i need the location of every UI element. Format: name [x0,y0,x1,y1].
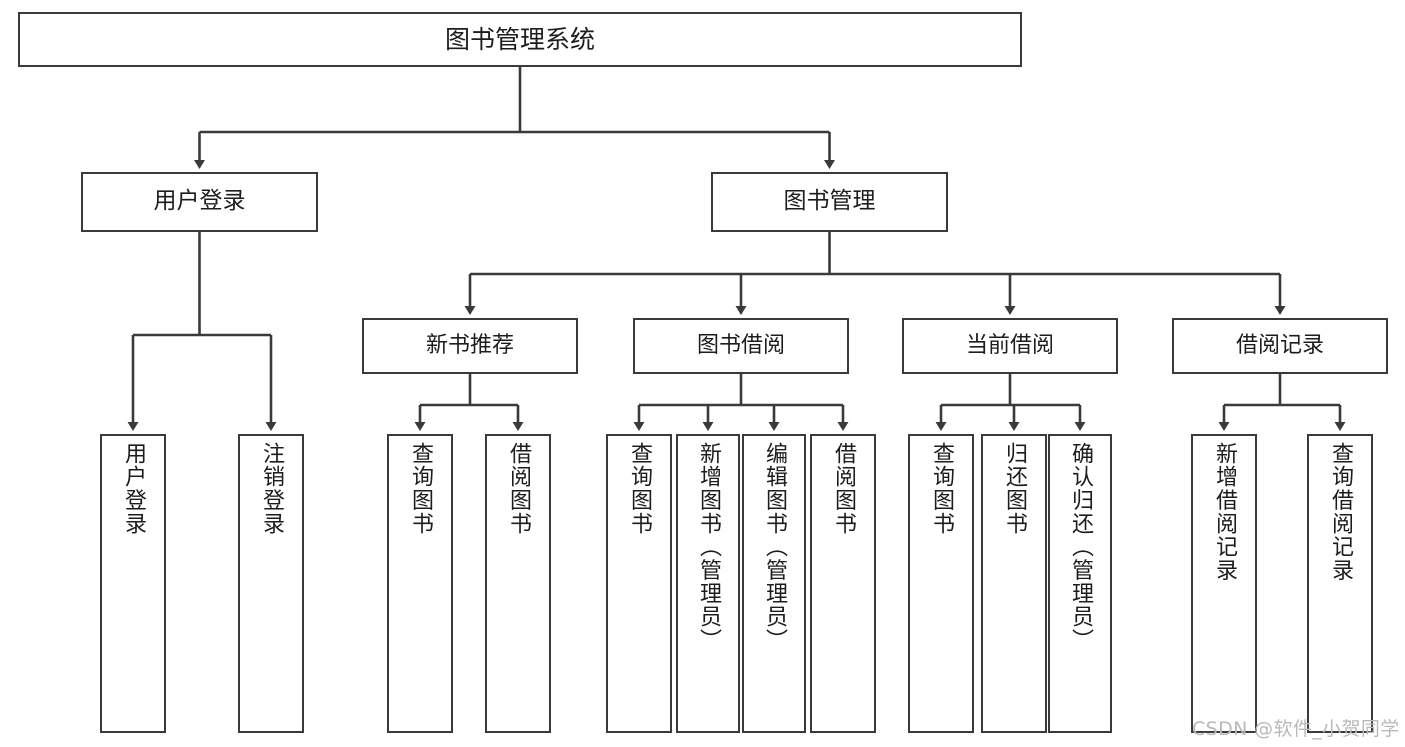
node-label-book-borrow: 图书借阅 [696,332,785,358]
node-label-leaf-add-record: 新增借阅记录 [1212,442,1237,582]
node-label-leaf-borrow-book-rec: 借阅图书 [506,442,531,536]
node-label-user-login: 用户登录 [153,188,246,215]
node-leaf-query-record[interactable]: 查询借阅记录 [1307,434,1373,733]
node-new-book-rec[interactable]: 新书推荐 [362,318,578,374]
node-label-leaf-edit-book: 编辑图书（管理员） [762,442,787,652]
node-label-root: 图书管理系统 [444,24,595,54]
node-label-leaf-query-book-cur: 查询图书 [929,442,954,536]
node-label-book-manage: 图书管理 [783,188,876,215]
node-leaf-confirm-return[interactable]: 确认归还（管理员） [1048,434,1112,733]
node-label-borrow-record: 借阅记录 [1235,332,1324,358]
node-label-leaf-confirm-return: 确认归还（管理员） [1068,442,1093,652]
node-user-login[interactable]: 用户登录 [81,172,318,232]
node-label-leaf-logout: 注销登录 [259,442,284,536]
node-leaf-query-book-borrow[interactable]: 查询图书 [606,434,672,733]
node-leaf-user-login[interactable]: 用户登录 [100,434,166,733]
node-label-leaf-return-book: 归还图书 [1002,442,1027,536]
node-label-leaf-query-book-borrow: 查询图书 [627,442,652,536]
node-book-borrow[interactable]: 图书借阅 [633,318,849,374]
node-leaf-logout[interactable]: 注销登录 [238,434,304,733]
node-leaf-query-book-cur[interactable]: 查询图书 [908,434,974,733]
node-leaf-add-record[interactable]: 新增借阅记录 [1191,434,1257,733]
node-book-manage[interactable]: 图书管理 [711,172,948,232]
node-borrow-record[interactable]: 借阅记录 [1172,318,1388,374]
node-label-leaf-borrow-book: 借阅图书 [831,442,856,536]
node-label-leaf-add-book: 新增图书（管理员） [696,442,721,652]
node-label-new-book-rec: 新书推荐 [425,332,514,358]
node-label-leaf-user-login: 用户登录 [121,442,146,536]
node-root[interactable]: 图书管理系统 [18,12,1022,67]
csdn-watermark: CSDN @软件_小贺同学 [1192,718,1400,740]
node-leaf-edit-book[interactable]: 编辑图书（管理员） [742,434,806,733]
node-leaf-return-book[interactable]: 归还图书 [981,434,1047,733]
node-leaf-borrow-book-rec[interactable]: 借阅图书 [485,434,551,733]
node-label-leaf-query-book-rec: 查询图书 [408,442,433,536]
node-leaf-query-book-rec[interactable]: 查询图书 [387,434,453,733]
node-label-current-borrow: 当前借阅 [965,332,1054,358]
node-leaf-add-book[interactable]: 新增图书（管理员） [676,434,740,733]
node-leaf-borrow-book[interactable]: 借阅图书 [810,434,876,733]
node-label-leaf-query-record: 查询借阅记录 [1328,442,1353,582]
node-current-borrow[interactable]: 当前借阅 [902,318,1118,374]
